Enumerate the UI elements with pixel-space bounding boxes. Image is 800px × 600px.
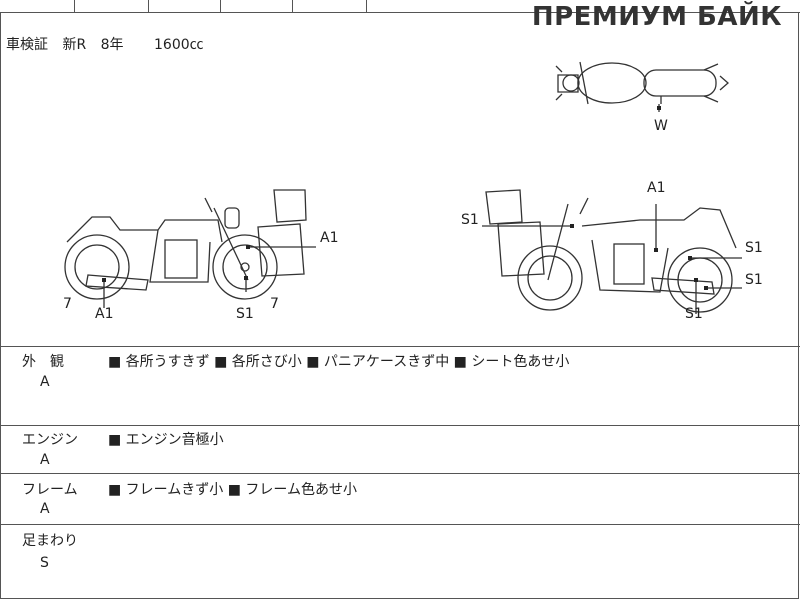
diagram-label: A1 [320,230,338,246]
certificate-label: 車検証 [6,37,48,53]
section-grade-frame: A [40,501,50,517]
section-notes-engine: ■ エンジン音極小 [108,432,224,448]
strip-divider [366,0,367,12]
diagram-label: 7 [63,296,72,312]
diagram-label: 7 [270,296,279,312]
damage-marker [570,224,574,228]
diagram-label: S1 [685,306,703,322]
damage-marker [657,106,661,110]
section-divider [0,524,800,525]
section-notes-exterior: ■ 各所うすきず ■ 各所さび小 ■ パニアケースきず中 ■ シート色あせ小 [108,354,570,370]
section-label-exterior: 外 観 [22,354,64,370]
section-grade-engine: A [40,452,50,468]
section-label-engine: エンジン [22,432,78,448]
vehicle-certificate-line: 車検証 新R 8年 1600㏄ [6,34,214,54]
section-label-suspension: 足まわり [22,533,78,549]
leader-lines [103,104,742,314]
damage-marker [688,256,692,260]
diagram-label: W [654,118,668,134]
motorcycle-top-view [555,61,729,105]
strip-divider [292,0,293,12]
motorcycle-left-view [64,189,307,300]
strip-divider [148,0,149,12]
diagram-label: S1 [236,306,254,322]
diagram-label: A1 [95,306,113,322]
motorcycle-right-view [485,189,737,313]
certificate-displacement: 1600㏄ [154,37,204,53]
motorcycle-damage-diagram: W A1 A1 S1 7 7 A1 S1 S1 S1 S1 [63,61,763,322]
strip-divider [74,0,75,12]
section-grade-exterior: A [40,374,50,390]
damage-marker [246,245,250,249]
section-divider [0,346,800,347]
diagram-label: S1 [461,212,479,228]
section-label-frame: フレーム [22,482,78,498]
section-grade-suspension: S [40,555,49,571]
certificate-status: 新R [62,37,87,53]
damage-marker [244,276,248,280]
damage-marker [654,248,658,252]
damage-marker [694,278,698,282]
damage-marker [704,286,708,290]
diagram-label: S1 [745,272,763,288]
sheet-frame [0,12,799,599]
section-divider [0,425,800,426]
section-divider [0,473,800,474]
diagram-label: S1 [745,240,763,256]
strip-divider [220,0,221,12]
brand-watermark: ПРЕМИУМ БАЙК [531,2,782,32]
damage-marker [102,278,106,282]
section-notes-frame: ■ フレームきず小 ■ フレーム色あせ小 [108,482,357,498]
diagram-label: A1 [647,180,665,196]
certificate-years: 8年 [100,37,124,53]
top-header-strip [0,0,800,13]
